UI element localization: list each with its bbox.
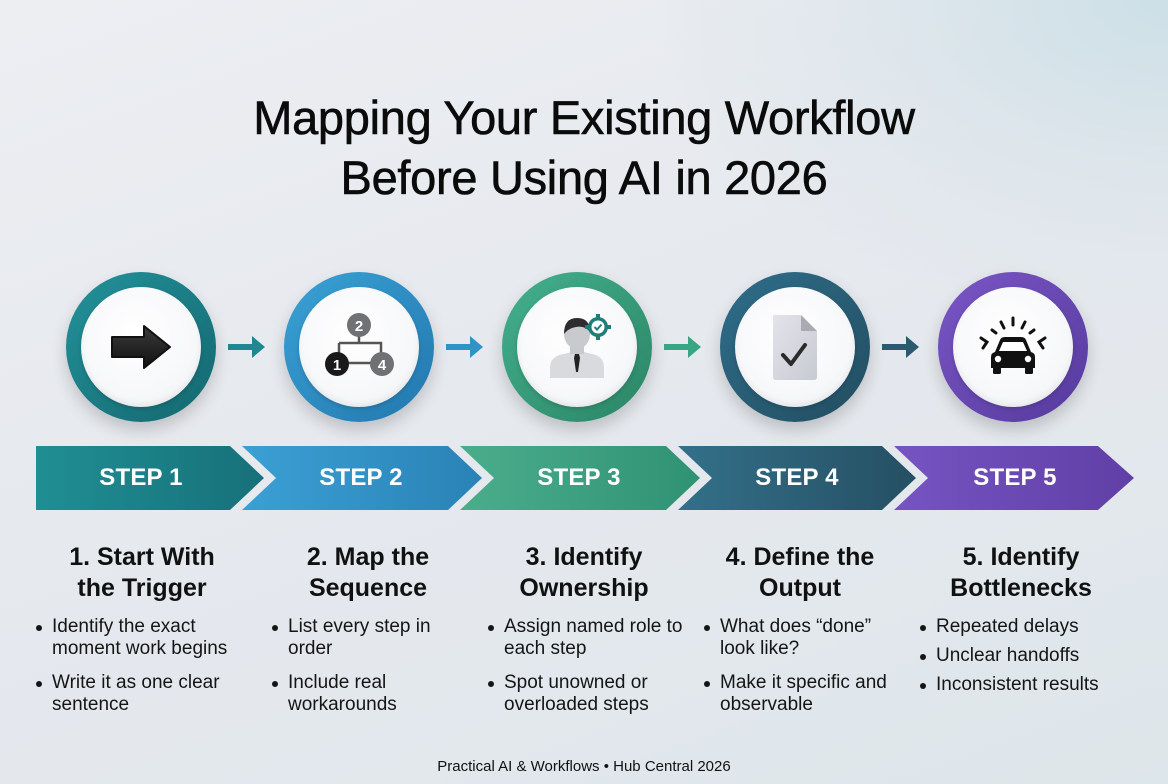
footer-credit: Practical AI & Workflows • Hub Central 2… xyxy=(437,758,731,775)
step-3-bullets: Assign named role to each step Spot unow… xyxy=(484,616,684,716)
chevron-step-5 xyxy=(894,446,1134,510)
step-2-details: 2. Map the Sequence List every step in o… xyxy=(268,542,468,728)
bullet-item: Include real workarounds xyxy=(268,672,468,716)
step-4-bullets: What does “done” look like? Make it spec… xyxy=(700,616,900,716)
step-5-details: 5. Identify Bottlenecks Repeated delays … xyxy=(916,542,1126,703)
chevron-label-step-2: STEP 2 xyxy=(319,464,403,491)
chevron-step-4 xyxy=(678,446,916,510)
bullet-item: Repeated delays xyxy=(916,616,1126,638)
step-1-details: 1. Start With the Trigger Identify the e… xyxy=(32,542,252,728)
bullet-item: What does “done” look like? xyxy=(700,616,900,660)
chevron-label-step-3: STEP 3 xyxy=(537,464,621,491)
step-2-icon-circle: 2 1 4 xyxy=(284,272,434,422)
chevron-label-step-1: STEP 1 xyxy=(99,464,183,491)
connector-arrow-icon xyxy=(882,336,919,358)
step-2-heading: 2. Map the Sequence xyxy=(306,543,430,602)
svg-text:2: 2 xyxy=(355,318,363,335)
chevron-step-1 xyxy=(36,446,264,510)
connector-arrow-icon xyxy=(228,336,265,358)
step-4-icon-circle xyxy=(720,272,870,422)
car-alert-icon xyxy=(979,316,1047,374)
step-5-bullets: Repeated delays Unclear handoffs Inconsi… xyxy=(916,616,1126,696)
bullet-item: Spot unowned or overloaded steps xyxy=(484,672,684,716)
bullet-item: Write it as one clear sentence xyxy=(32,672,252,716)
page-title: Mapping Your Existing Workflow Before Us… xyxy=(0,88,1168,208)
step-3-icon-circle xyxy=(502,272,652,422)
step-1-heading: 1. Start With the Trigger xyxy=(69,543,215,602)
document-check-icon xyxy=(773,315,817,380)
arrow-right-icon xyxy=(111,325,171,369)
step-3-heading: 3. Identify Ownership xyxy=(519,543,649,602)
step-4-heading: 4. Define the Output xyxy=(725,543,875,602)
step-1-icon-circle xyxy=(66,272,216,422)
bullet-item: Identify the exact moment work begins xyxy=(32,616,252,660)
step-1-bullets: Identify the exact moment work begins Wr… xyxy=(32,616,252,716)
step-chevron-band xyxy=(36,446,1134,510)
chevron-label-step-5: STEP 5 xyxy=(973,464,1057,491)
chevron-step-2 xyxy=(242,446,482,510)
person-with-badge-icon xyxy=(550,314,611,378)
chevron-label-step-4: STEP 4 xyxy=(755,464,839,491)
bullet-item: List every step in order xyxy=(268,616,468,660)
step-4-details: 4. Define the Output What does “done” lo… xyxy=(700,542,900,728)
step-5-icon-circle xyxy=(938,272,1088,422)
step-2-bullets: List every step in order Include real wo… xyxy=(268,616,468,716)
chevron-step-3 xyxy=(460,446,700,510)
svg-text:4: 4 xyxy=(378,357,387,374)
step-3-details: 3. Identify Ownership Assign named role … xyxy=(484,542,684,728)
title-line-1: Mapping Your Existing Workflow xyxy=(253,91,915,145)
step-5-heading: 5. Identify Bottlenecks xyxy=(950,543,1092,602)
connector-arrow-icon xyxy=(664,336,701,358)
sequence-nodes-icon: 2 1 4 xyxy=(325,313,394,376)
connector-arrow-icon xyxy=(446,336,483,358)
bullet-item: Assign named role to each step xyxy=(484,616,684,660)
title-line-2: Before Using AI in 2026 xyxy=(340,151,828,205)
bullet-item: Unclear handoffs xyxy=(916,645,1126,667)
bullet-item: Inconsistent results xyxy=(916,674,1126,696)
svg-text:1: 1 xyxy=(333,357,341,374)
bullet-item: Make it specific and observable xyxy=(700,672,900,716)
